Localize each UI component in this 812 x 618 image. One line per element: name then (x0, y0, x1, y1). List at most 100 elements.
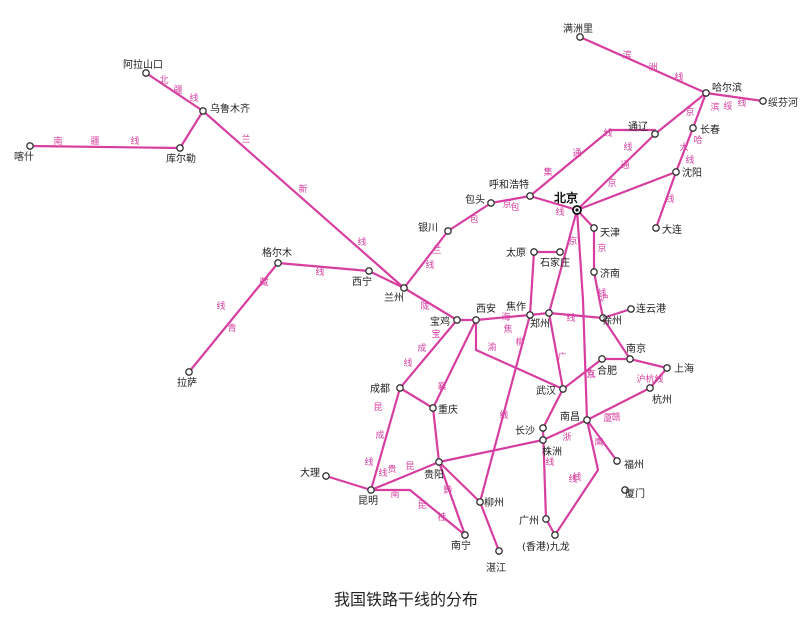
station-nanning (461, 531, 469, 539)
line-label-huhang: 沪杭线 (636, 373, 663, 385)
station-jiulong (551, 531, 559, 539)
line-label-beijiang-3: 线 (189, 92, 198, 104)
station-suifenhe (759, 97, 767, 105)
city-label-alashankou: 阿拉山口 (123, 58, 163, 71)
line-label-baolan-2: 兰 (432, 244, 441, 256)
city-label-huhehaote: 呼和浩特 (489, 179, 529, 191)
line-label-jitong-3: 线 (603, 127, 612, 139)
rail-line-lanxin (201, 109, 406, 290)
station-hangzhou (646, 384, 654, 392)
rail-line-jinghu (575, 208, 669, 370)
line-label-nanjiang-2: 疆 (90, 136, 99, 147)
station-alashankou (142, 69, 150, 77)
rail-line-xiangyu (431, 318, 478, 410)
rail-line-qingzang (187, 261, 280, 374)
line-label-jiaoliu-2: 柳 (515, 336, 524, 348)
line-label-jingguang-1: 京 (568, 235, 577, 247)
station-guangzhou (542, 515, 550, 523)
line-label-qiangui-1: 黔 (443, 484, 452, 496)
rail-line-taiyuan-jiaozuo (528, 250, 536, 317)
line-label-binzhou-2: 洲 (648, 62, 657, 73)
line-label-chengkun-1: 成 (375, 429, 384, 441)
line-label-binsui-3: 线 (737, 97, 746, 109)
station-guiyang (435, 458, 443, 466)
station-taiyuan (530, 248, 538, 256)
city-label-lasa: 拉萨 (177, 376, 197, 389)
station-lanzhou (400, 284, 408, 292)
rail-line-beijiang (144, 71, 205, 113)
line-label-nankun-2: 昆 (417, 500, 426, 511)
rail-line-xiangyu-east (474, 318, 565, 391)
city-label-taiyuan: 太原 (506, 246, 526, 259)
city-label-shenyang: 沈阳 (682, 166, 702, 179)
line-label-jinghu-1: 京 (597, 242, 606, 254)
station-dalian (652, 224, 660, 232)
line-label-longhai-3: 线 (566, 312, 575, 324)
station-xiamen (621, 486, 629, 494)
line-label-guikun-2: 昆 (405, 461, 414, 472)
line-label-binsui-2: 绥 (723, 101, 732, 112)
line-label-jitong-2: 通 (572, 148, 581, 159)
line-label-chengkun-2: 昆 (373, 402, 382, 413)
city-label-xining: 西宁 (352, 275, 372, 288)
station-xian (472, 316, 480, 324)
station-shijiazhuang (556, 248, 564, 256)
rail-line-chengkun (369, 386, 402, 492)
city-label-jinan: 济南 (600, 267, 620, 280)
line-label-qingzang-1: 青 (227, 322, 236, 334)
city-label-wulumuqi: 乌鲁木齐 (210, 102, 250, 115)
rail-line-chuanqian (431, 406, 441, 464)
rail-line-lanqing (276, 261, 406, 290)
city-label-tianjin: 天津 (600, 227, 620, 239)
rail-line-yingxia (585, 418, 619, 463)
line-label-lanqing-1: 线 (315, 266, 324, 278)
line-label-baolan-1: 包 (469, 213, 478, 225)
station-liuzhou (476, 498, 484, 506)
station-yinchuan (444, 227, 452, 235)
line-label-jingjiu-3: 线 (568, 473, 577, 485)
line-label-beijiang-1: 北 (159, 75, 168, 86)
line-label-yingxia-1: 鹰 (594, 436, 603, 448)
city-label-xiamen: 厦门 (625, 487, 645, 500)
line-label-jingtong-2: 通 (620, 160, 629, 171)
rail-line-nankun (369, 488, 467, 537)
line-label-binsui-1: 滨 (710, 101, 719, 113)
city-label-baotou: 包头 (465, 193, 485, 206)
station-changchun (689, 124, 697, 132)
station-nanchang (583, 416, 591, 424)
line-label-jingbao-1: 京 (502, 198, 511, 210)
city-label-yinchuan: 银川 (418, 221, 438, 234)
line-label-zhegan-3: 线 (572, 471, 581, 483)
city-label-shanghai: 上海 (674, 362, 694, 375)
station-geermu (274, 259, 282, 267)
line-label-guikun-1: 贵 (387, 463, 396, 475)
line-label-jingjiu-1: 京 (586, 368, 595, 380)
station-chongqing (429, 404, 437, 412)
station-kashi (26, 142, 34, 150)
city-label-geermu: 格尔木 (262, 246, 292, 259)
line-label-jingtong-1: 京 (607, 177, 616, 189)
line-label-baocheng-3: 线 (403, 357, 412, 369)
line-label-zhegan-2: 赣 (611, 411, 620, 423)
line-label-dashen-2: 线 (665, 193, 674, 205)
city-label-hangzhou: 杭州 (652, 393, 672, 406)
city-label-zhengzhou: 郑州 (530, 317, 550, 330)
line-label-dashen-1: 大 (679, 141, 688, 153)
rail-line-dali-kunming (324, 474, 373, 492)
line-label-jinghu-3: 线 (597, 287, 606, 299)
rail-line-harbin-dalian (654, 91, 708, 230)
station-beijing-core (575, 208, 579, 212)
station-changsha (539, 424, 547, 432)
line-label-baocheng-1: 宝 (431, 328, 440, 340)
station-manzhouli (576, 33, 584, 41)
station-baotou (487, 199, 495, 207)
line-label-nanjiang-3: 线 (130, 135, 139, 147)
station-zhengzhou (545, 309, 553, 317)
map-title: 我国铁路干线的分布 (333, 590, 478, 609)
city-label-chongqing: 重庆 (438, 403, 458, 416)
station-kunming (367, 486, 375, 494)
rail-line-jingha (575, 170, 678, 212)
city-label-kashi: 喀什 (14, 150, 34, 163)
line-label-nanjiang-1: 南 (53, 135, 62, 147)
